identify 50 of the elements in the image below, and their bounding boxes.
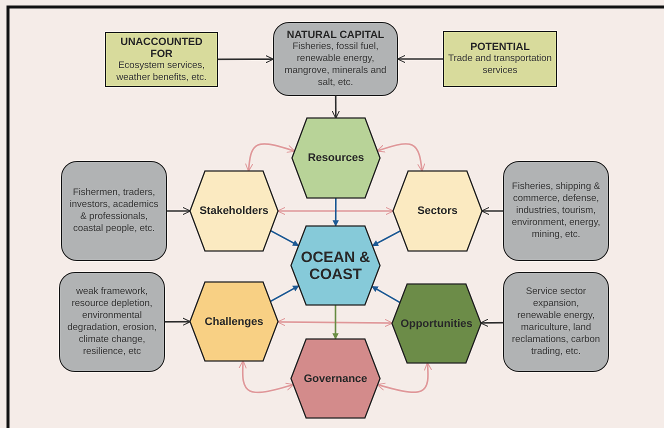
category-box: [105, 32, 218, 87]
box-text: Fishermen, traders, investors, academics & professionals, coastal people, etc.: [69, 187, 159, 235]
info-box: [503, 161, 609, 261]
info-box: [273, 22, 398, 96]
box-text: Fisheries, fossil fuel, renewable energy, mangrove, minerals and salt, etc.: [284, 41, 388, 89]
box-heading: NATURAL CAPITAL: [286, 29, 384, 42]
arrow: [332, 198, 339, 227]
arrow: [270, 230, 300, 246]
box-text: weak framework, resource depletion, environmental degradation, erosion, climate change, resilience, etc: [67, 286, 157, 358]
hexagon-node: [291, 339, 380, 418]
arrow: [376, 362, 432, 393]
node-label: Challenges: [204, 316, 264, 328]
box-text: Ecosystem services, weather benefits, etc.: [115, 60, 208, 84]
arrow: [397, 54, 443, 64]
box-text: Trade and transportation services: [447, 53, 553, 77]
hexagon-node: [392, 284, 481, 363]
node-label: OCEAN & COAST: [300, 248, 370, 282]
arrow: [165, 318, 191, 326]
category-box: [443, 31, 557, 87]
hexagon-node: [190, 282, 278, 361]
hexagon-node: [292, 118, 380, 198]
info-box: [61, 161, 167, 261]
arrow: [372, 230, 401, 246]
arrow: [480, 318, 504, 327]
arrow: [276, 318, 394, 328]
node-label: Resources: [308, 152, 364, 164]
hexagon-node: [291, 226, 380, 305]
info-box: [59, 272, 165, 372]
box-text: Service sector expansion, renewable energy, mariculture, land reclamations, carbon trading, etc.: [511, 286, 601, 358]
node-label: Governance: [304, 372, 368, 384]
node-label: Sectors: [417, 205, 458, 217]
arrow: [238, 360, 294, 394]
arrow: [277, 206, 394, 216]
node-label: Opportunities: [400, 318, 473, 330]
hexagon-node: [393, 171, 482, 251]
box-heading: UNACCOUNTED FOR: [119, 36, 204, 60]
info-box: [503, 272, 609, 372]
arrow: [218, 55, 274, 64]
arrow: [245, 143, 296, 172]
arrow: [270, 285, 300, 302]
box-text: Fisheries, shipping & commerce, defense, industries, tourism, environment, energy, mining, etc.: [511, 181, 601, 241]
arrow: [481, 206, 503, 216]
hexagon-node: [190, 171, 278, 251]
arrow: [332, 305, 339, 340]
arrow: [371, 286, 400, 304]
box-heading: POTENTIAL: [470, 41, 530, 54]
node-label: Stakeholders: [199, 205, 269, 217]
arrow: [332, 96, 340, 119]
arrow: [167, 206, 191, 216]
arrow: [376, 143, 426, 172]
